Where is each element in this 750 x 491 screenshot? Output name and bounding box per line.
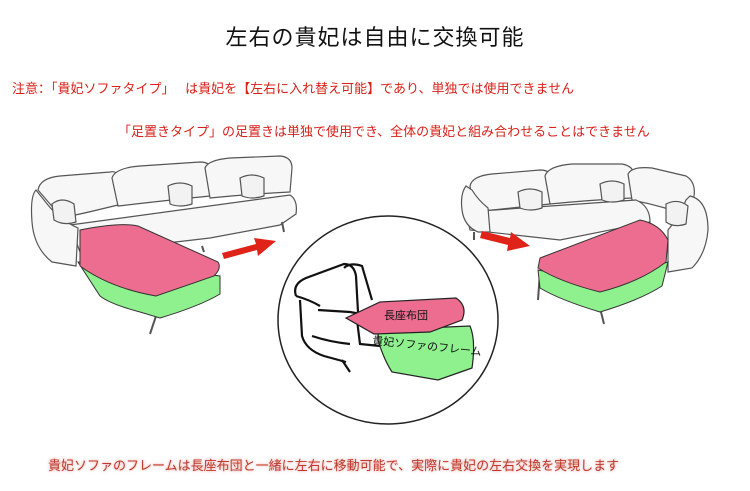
diagram-cushion-shape [344, 297, 465, 335]
left-arrow-icon [222, 238, 276, 259]
diagram-frame-shape [377, 325, 475, 381]
right-sofa [460, 163, 709, 325]
right-arrow-icon [480, 231, 530, 251]
cushion-label: 長座布団 [384, 308, 428, 322]
note-line-1: 注意：「貴妃ソファタイプ」 は貴妃を【左右に入れ替え可能】であり、単独では使用で… [12, 82, 575, 97]
left-sofa [30, 155, 297, 335]
footer-note: 貴妃ソファのフレームは長座布団と一緒に左右に移動可能で、実際に貴妃の左右交換を実… [48, 459, 620, 474]
page-title: 左右の貴妃は自由に交換可能 [225, 26, 525, 51]
right-chaise-cushion [537, 219, 669, 293]
center-diagram: 長座布団 貴妃ソファのフレーム [277, 215, 499, 425]
left-chaise-cushion [79, 224, 220, 297]
note-line-2: 「足置きタイプ」の足置きは単独で使用でき、全体の貴妃と組み合わせることはできませ… [118, 125, 650, 140]
